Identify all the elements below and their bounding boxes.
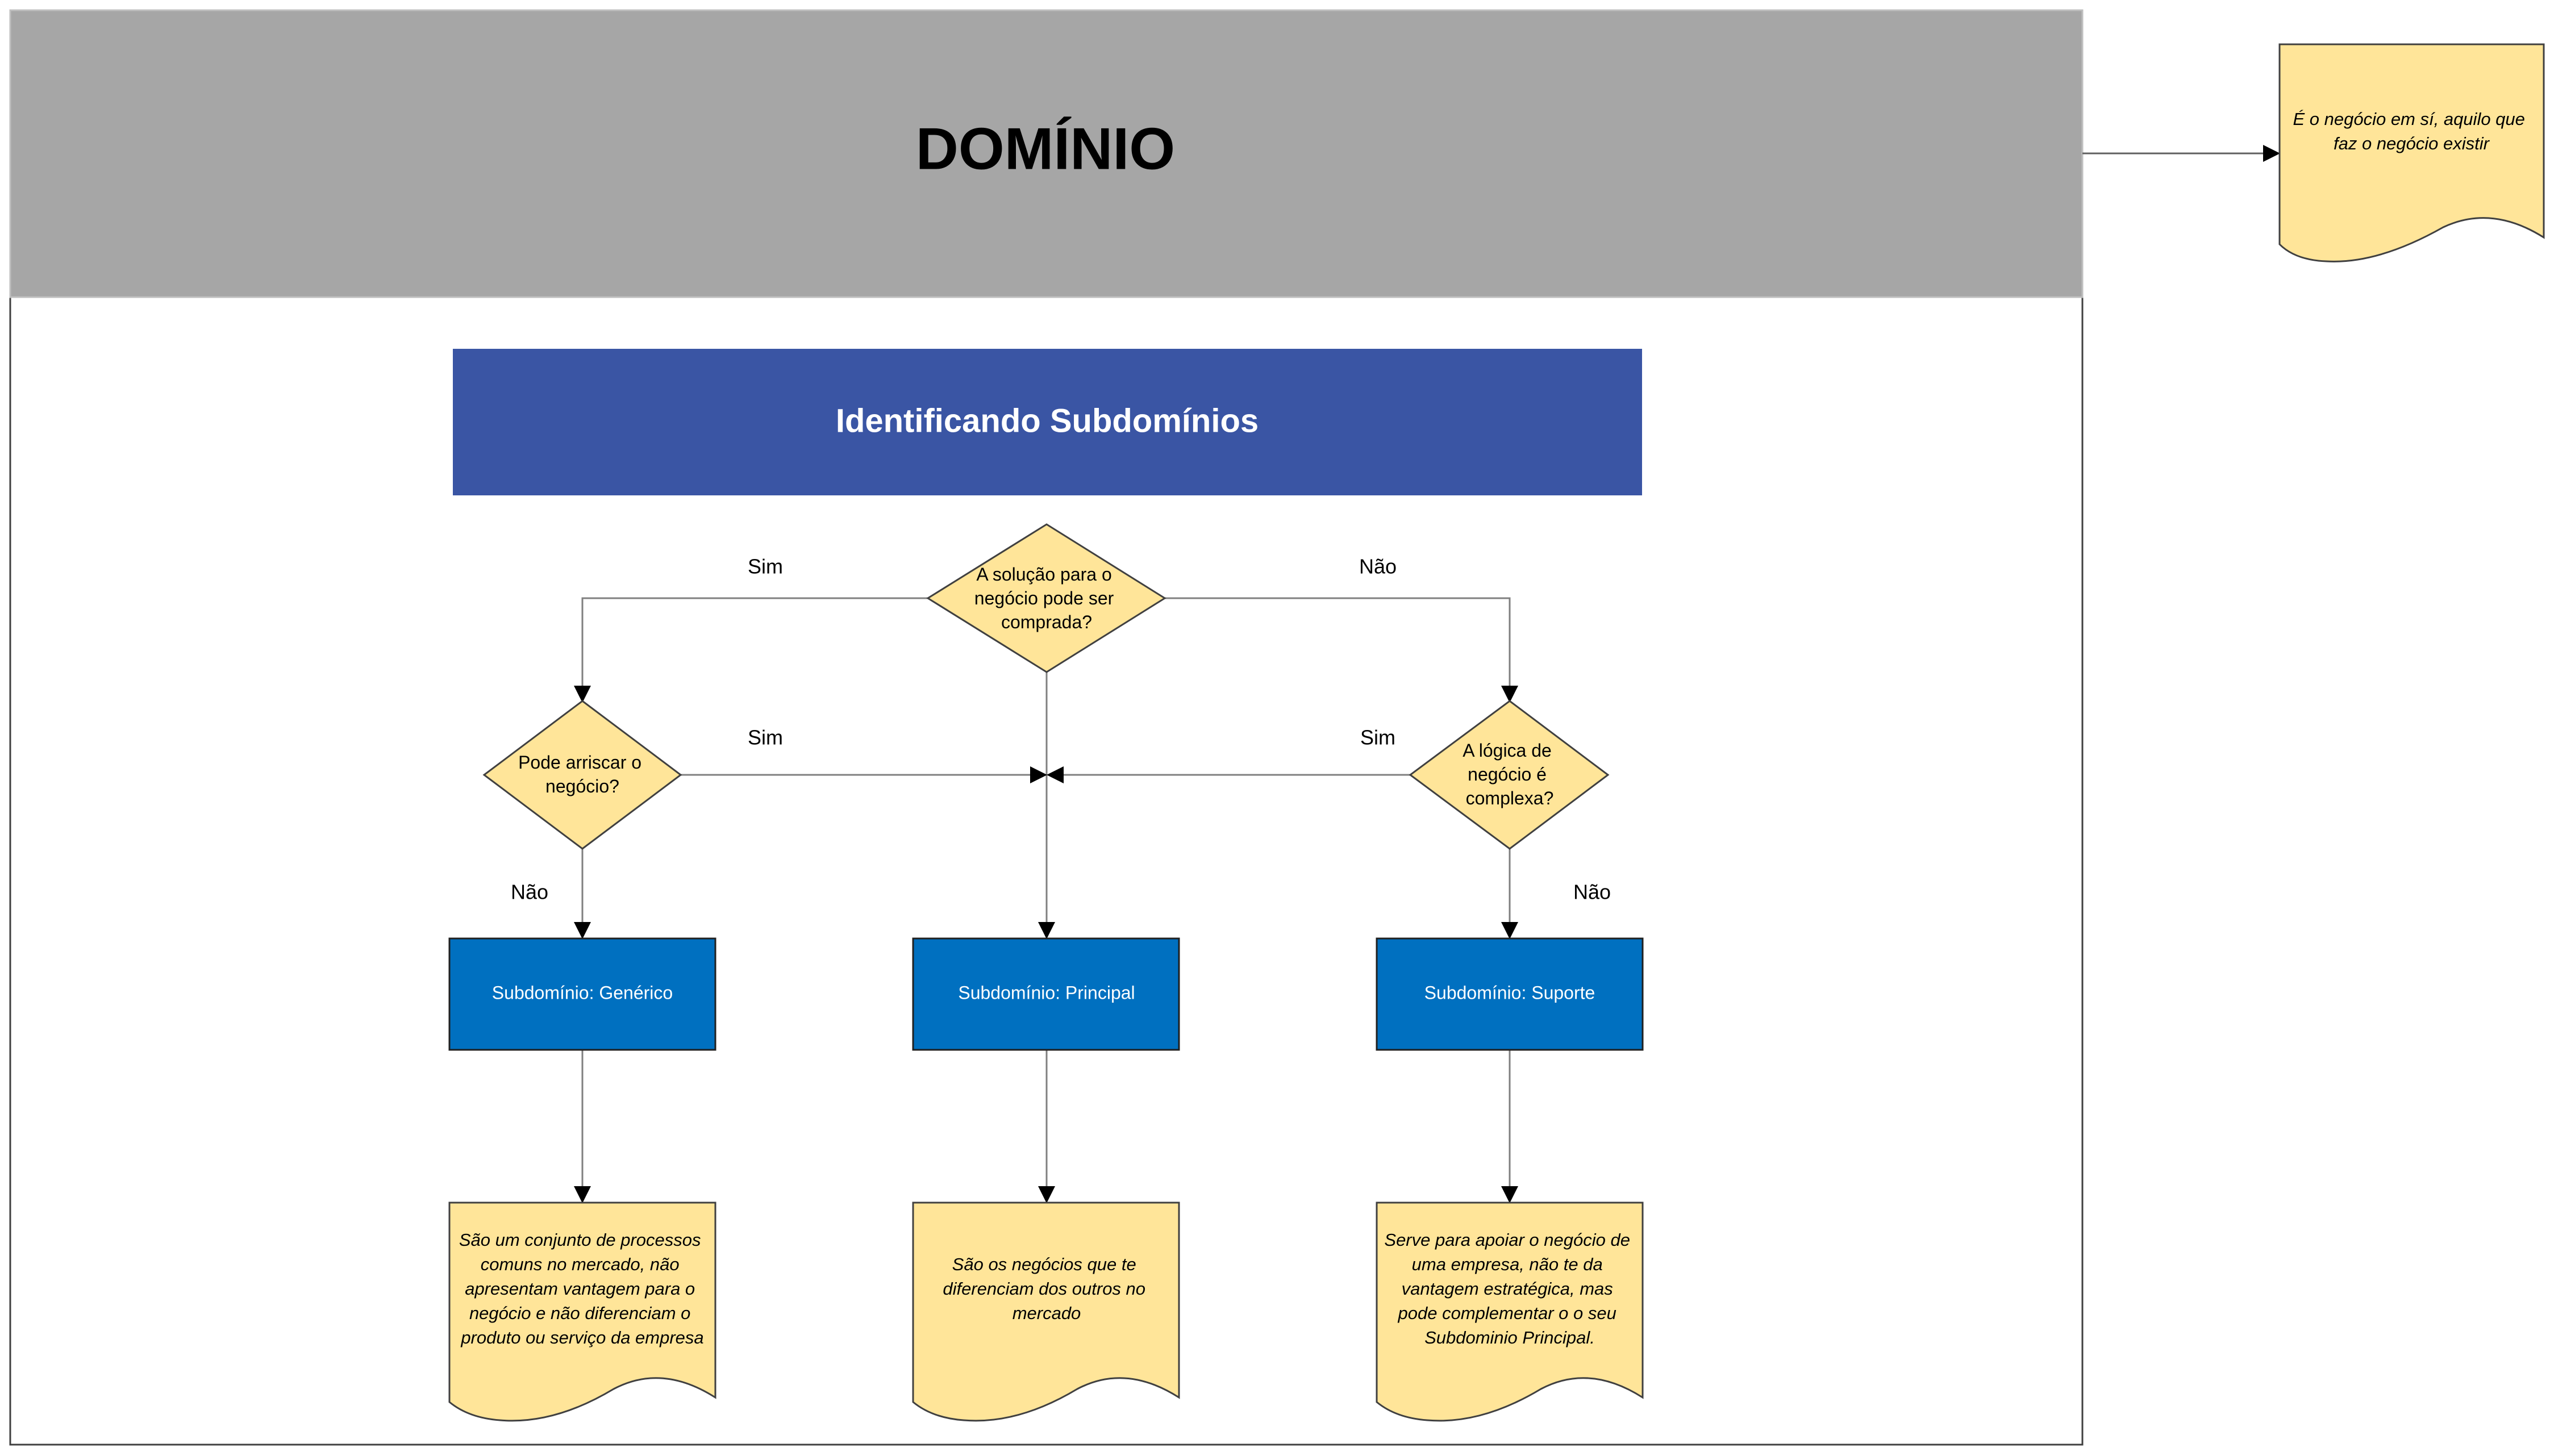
note-generic-line-4: negócio e não diferenciam o bbox=[469, 1303, 690, 1323]
note-core-shape bbox=[912, 1201, 1180, 1422]
subdomain-header bbox=[453, 349, 1642, 495]
note-support-line-1: Serve para apoiar o negócio de bbox=[1384, 1230, 1630, 1250]
note-core-text: São os negócios que te diferenciam dos o… bbox=[943, 1254, 1150, 1323]
domain-header bbox=[9, 9, 2084, 298]
decision-complex-line-1: A lógica de bbox=[1463, 740, 1552, 761]
domain-note-line-1: É o negócio em sí, aquilo que bbox=[2293, 109, 2524, 129]
connector-buy-yes bbox=[574, 597, 928, 703]
note-support-line-5: Subdominio Principal. bbox=[1424, 1328, 1595, 1347]
decision-buy-line-2: negócio pode ser bbox=[974, 588, 1114, 608]
note-generic-line-5: produto ou serviço da empresa bbox=[460, 1328, 703, 1347]
label-risk-no: Não bbox=[511, 881, 548, 904]
subdomain-generic-label: Subdomínio: Genérico bbox=[492, 982, 673, 1003]
decision-buy-shape bbox=[926, 523, 1166, 673]
decision-risk-line-1: Pode arriscar o bbox=[518, 752, 641, 773]
note-support-line-2: uma empresa, não te da bbox=[1412, 1254, 1603, 1274]
note-support-line-3: vantagem estratégica, mas bbox=[1402, 1279, 1613, 1299]
decision-risk-line-2: negócio? bbox=[545, 776, 619, 796]
note-core-line-1: São os negócios que te bbox=[952, 1254, 1136, 1274]
domain-title: DOMÍNIO bbox=[916, 116, 1175, 182]
subdomain-core-box bbox=[912, 937, 1180, 1051]
domain-note-shape bbox=[2278, 43, 2545, 262]
note-generic-text: São um conjunto de processos comuns no m… bbox=[459, 1230, 706, 1347]
decision-risk-text: Pode arriscar o negócio? bbox=[518, 752, 647, 796]
connector-buy-no bbox=[1165, 597, 1518, 703]
note-generic-line-1: São um conjunto de processos bbox=[459, 1230, 701, 1250]
note-support-line-4: pode complementar o o seu bbox=[1398, 1303, 1616, 1323]
note-support-text: Serve para apoiar o negócio de uma empre… bbox=[1384, 1230, 1635, 1347]
note-support-shape bbox=[1376, 1201, 1644, 1422]
decision-buy-line-1: A solução para o bbox=[976, 564, 1111, 585]
note-generic-shape bbox=[448, 1201, 716, 1422]
note-core-line-3: mercado bbox=[1013, 1303, 1081, 1323]
subdomain-title: Identificando Subdomínios bbox=[836, 402, 1259, 439]
subdomain-support-box bbox=[1376, 937, 1644, 1051]
decision-complex-text: A lógica de negócio é complexa? bbox=[1463, 740, 1556, 808]
decision-complex-shape bbox=[1409, 700, 1610, 850]
note-generic-line-3: apresentam vantagem para o bbox=[465, 1279, 695, 1299]
decision-risk-shape bbox=[482, 700, 682, 850]
decision-buy-text: A solução para o negócio pode ser compra… bbox=[974, 564, 1119, 632]
decision-buy-line-3: comprada? bbox=[1001, 612, 1092, 632]
domain-note-text: É o negócio em sí, aquilo que faz o negó… bbox=[2293, 109, 2530, 153]
label-complex-yes: Sim bbox=[1360, 726, 1395, 749]
note-generic-line-2: comuns no mercado, não bbox=[481, 1254, 680, 1274]
domain-note-line-2: faz o negócio existir bbox=[2334, 133, 2490, 153]
decision-complex-line-3: complexa? bbox=[1466, 788, 1554, 808]
decision-complex-line-2: negócio é bbox=[1468, 764, 1547, 785]
note-core-line-2: diferenciam dos outros no bbox=[943, 1279, 1145, 1299]
label-buy-no: Não bbox=[1359, 555, 1397, 578]
subdomain-core-label: Subdomínio: Principal bbox=[958, 982, 1135, 1003]
label-risk-yes: Sim bbox=[748, 726, 783, 749]
subdomain-generic-box bbox=[448, 937, 716, 1051]
label-complex-no: Não bbox=[1573, 881, 1611, 904]
label-buy-yes: Sim bbox=[748, 555, 783, 578]
subdomain-support-label: Subdomínio: Suporte bbox=[1424, 982, 1595, 1003]
